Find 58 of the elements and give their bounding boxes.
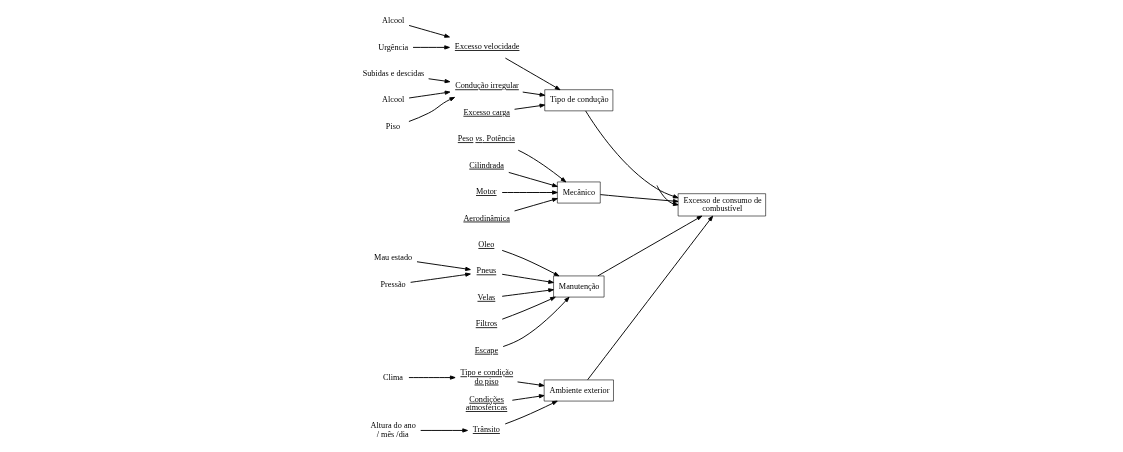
arrow [408, 96, 456, 122]
node-text: Condução irregular [455, 81, 519, 91]
node-text: Pneus [476, 266, 497, 276]
arrow [501, 190, 558, 195]
node-text: Subidas e descidas [362, 69, 425, 79]
node-text: Pressão [380, 279, 406, 289]
node-box: Manutenção [553, 275, 605, 298]
node-text: Peso vs. Potência [457, 134, 515, 144]
arrow [408, 25, 450, 38]
arrow [656, 185, 679, 207]
node-text: Escape [474, 345, 499, 355]
arrow [501, 288, 554, 297]
node-text: Mau estado [374, 253, 413, 263]
arrow [597, 215, 703, 277]
node-text: Aerodinâmica [463, 213, 510, 223]
arrow [408, 90, 451, 99]
arrow [511, 394, 545, 401]
node-text: Clima [382, 372, 403, 382]
node-text: Alcool [382, 16, 405, 26]
arrow [408, 375, 456, 380]
arrow [599, 194, 679, 207]
node-text: Alcool [382, 95, 405, 105]
node-text: Tipo e condição do piso [460, 368, 514, 386]
arrow [522, 91, 546, 97]
arrow [501, 273, 554, 284]
node-text: Filtros [475, 319, 498, 329]
node-text: Piso [385, 121, 401, 131]
arrow [504, 57, 561, 91]
node-box: Excesso de consumo de combustível [677, 193, 766, 217]
node-box: Tipo de condução [544, 89, 614, 112]
arrow [502, 296, 570, 348]
arrow [416, 261, 471, 271]
node-text: Urgência [378, 42, 409, 52]
arrow [410, 272, 471, 283]
node-text: Velas [477, 292, 496, 302]
arrow [517, 149, 567, 183]
node-text: Oleo [478, 239, 495, 249]
node-box: Ambiente exterior [543, 379, 614, 402]
arrow [514, 103, 546, 110]
node-text: Altura do ano / mês /dia [370, 421, 416, 440]
arrow [585, 110, 679, 199]
arrow [504, 400, 558, 425]
node-text: Excesso velocidade [454, 41, 520, 51]
arrow [501, 249, 560, 277]
arrow [428, 78, 451, 84]
node-text: Cilindrada [469, 160, 504, 170]
arrow [517, 381, 545, 388]
arrow [514, 197, 558, 212]
node-text: Condições atmosféricas [465, 394, 508, 412]
arrow [420, 428, 468, 433]
arrow [412, 45, 450, 50]
arrow [501, 296, 556, 320]
node-text: Motor [476, 187, 497, 197]
node-text: Trânsito [472, 425, 500, 435]
node-box: Mecânico [557, 181, 601, 204]
arrow [587, 215, 714, 381]
node-text: Excesso carga [463, 107, 511, 117]
arrow [508, 171, 558, 188]
